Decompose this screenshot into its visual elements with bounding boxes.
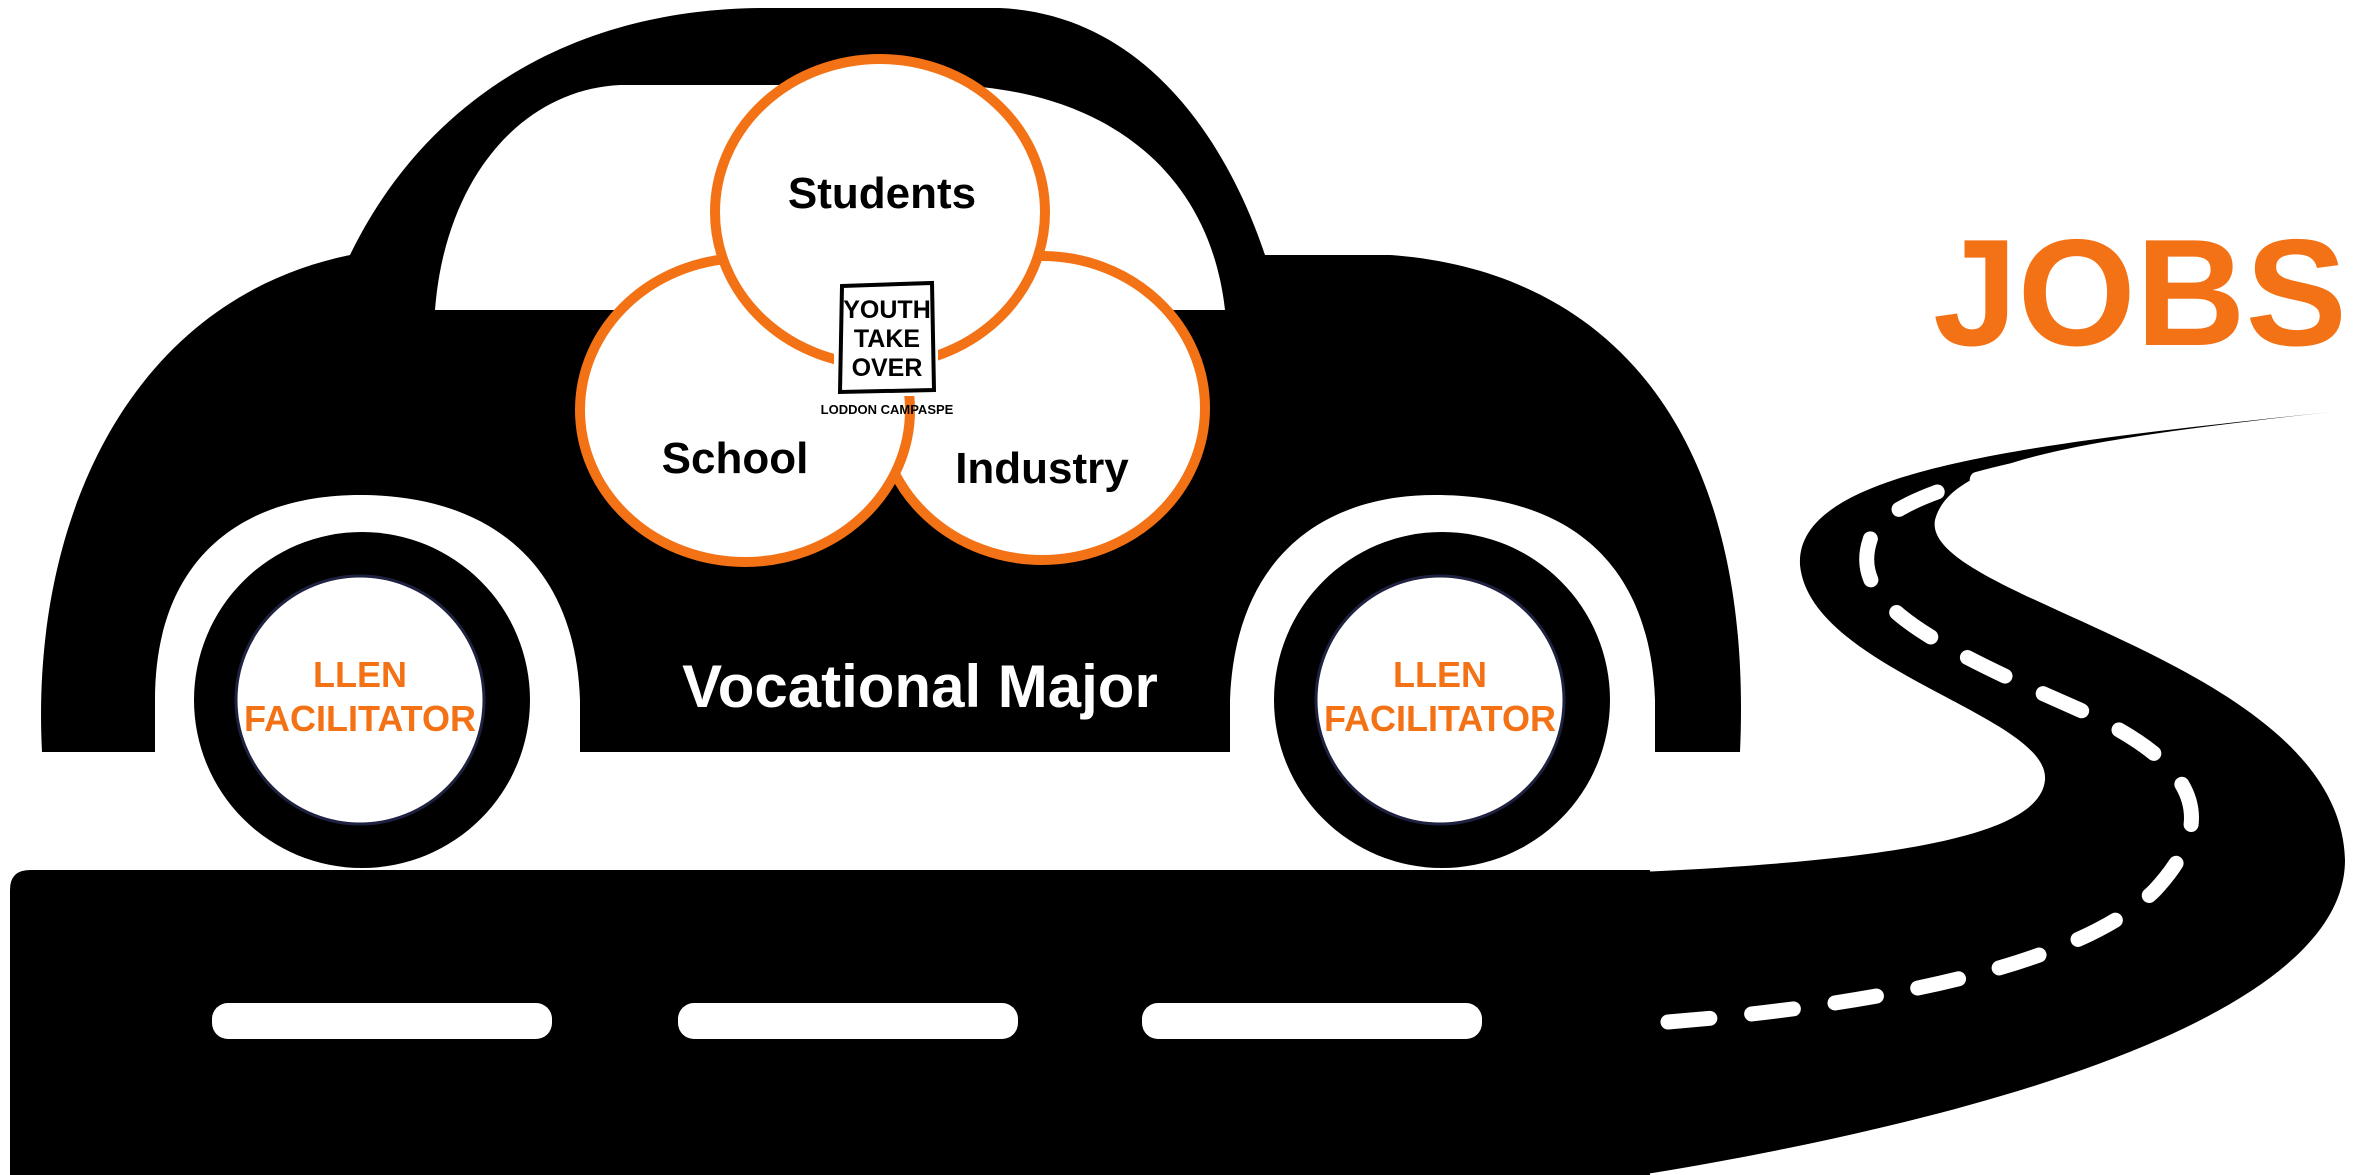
logo-line-1: YOUTH [843, 296, 931, 324]
wheel-right-label-line1: LLEN [1393, 654, 1487, 695]
logo-line-2: TAKE [854, 325, 920, 353]
lane-dash [212, 1003, 552, 1039]
youth-take-over-logo: YOUTH TAKE OVER LODDON CAMPASPE [821, 278, 954, 417]
road-curve [1640, 412, 2345, 1175]
lane-dash [678, 1003, 1018, 1039]
wheel-right [1274, 532, 1610, 868]
jobs-label: JOBS [1933, 208, 2347, 378]
lane-dash [1142, 1003, 1482, 1039]
venn-diagram [575, 54, 1210, 567]
venn-label-school: School [662, 434, 809, 483]
wheel-left-label-line1: LLEN [313, 654, 407, 695]
vocational-major-label: Vocational Major [682, 653, 1158, 720]
road-lane-dashes-straight [212, 1003, 1482, 1039]
road-lane-dashes-curve [1660, 420, 2298, 1030]
venn-label-students: Students [788, 169, 976, 218]
wheel-left-label-line2: FACILITATOR [244, 698, 476, 739]
wheel-right-label-line2: FACILITATOR [1324, 698, 1556, 739]
venn-label-industry: Industry [955, 444, 1129, 493]
logo-line-3: OVER [852, 354, 923, 382]
wheel-left [194, 532, 530, 868]
logo-subtitle: LODDON CAMPASPE [821, 402, 954, 417]
